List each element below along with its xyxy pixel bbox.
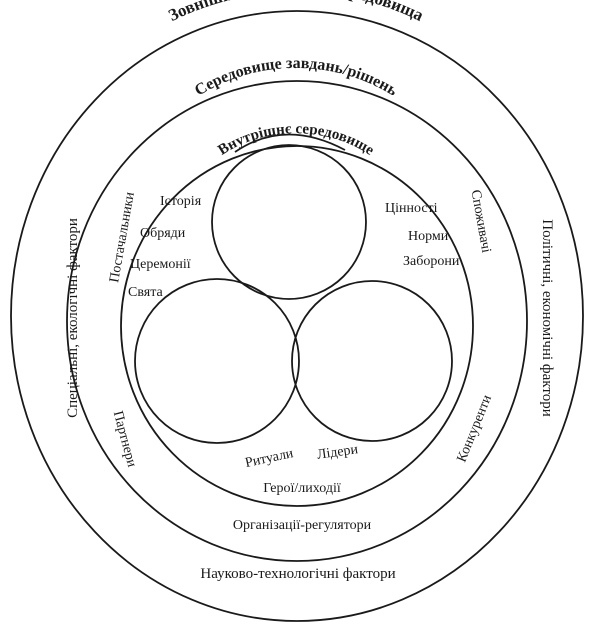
item-holidays: Свята [128, 285, 163, 300]
item-ceremonies: Церемонії [130, 257, 191, 272]
outer-environment-ring [10, 10, 584, 622]
outer-right-label: Політичні, економічні фактори [539, 219, 555, 417]
left-circle [134, 278, 300, 444]
top-circle-arc [234, 133, 346, 153]
item-leaders: Лідери [316, 442, 359, 463]
consumers-label: Споживачі [468, 189, 494, 254]
item-heroes-villains: Герої/лиходії [263, 481, 341, 496]
item-norms: Норми [408, 229, 449, 244]
top-circle [211, 144, 367, 300]
item-taboos: Заборони [403, 254, 460, 269]
right-circle [291, 280, 453, 442]
task-environment-ring [66, 80, 528, 562]
regulators-label: Організації-регулятори [233, 518, 372, 533]
item-values: Цінності [385, 201, 438, 216]
internal-environment-title: Внутрішнє середовище [215, 121, 377, 159]
partners-label: Партнери [110, 409, 139, 469]
outer-left-label: Спеціальні, екологічні фактори [65, 218, 81, 418]
outer-layer-title: Зовнішній прошарок середовища [165, 0, 427, 25]
item-rites: Обряди [140, 226, 186, 241]
item-rituals: Ритуали [244, 446, 295, 471]
outer-bottom-label: Науково-технологічні фактори [200, 566, 395, 582]
item-history: Історія [160, 194, 202, 209]
